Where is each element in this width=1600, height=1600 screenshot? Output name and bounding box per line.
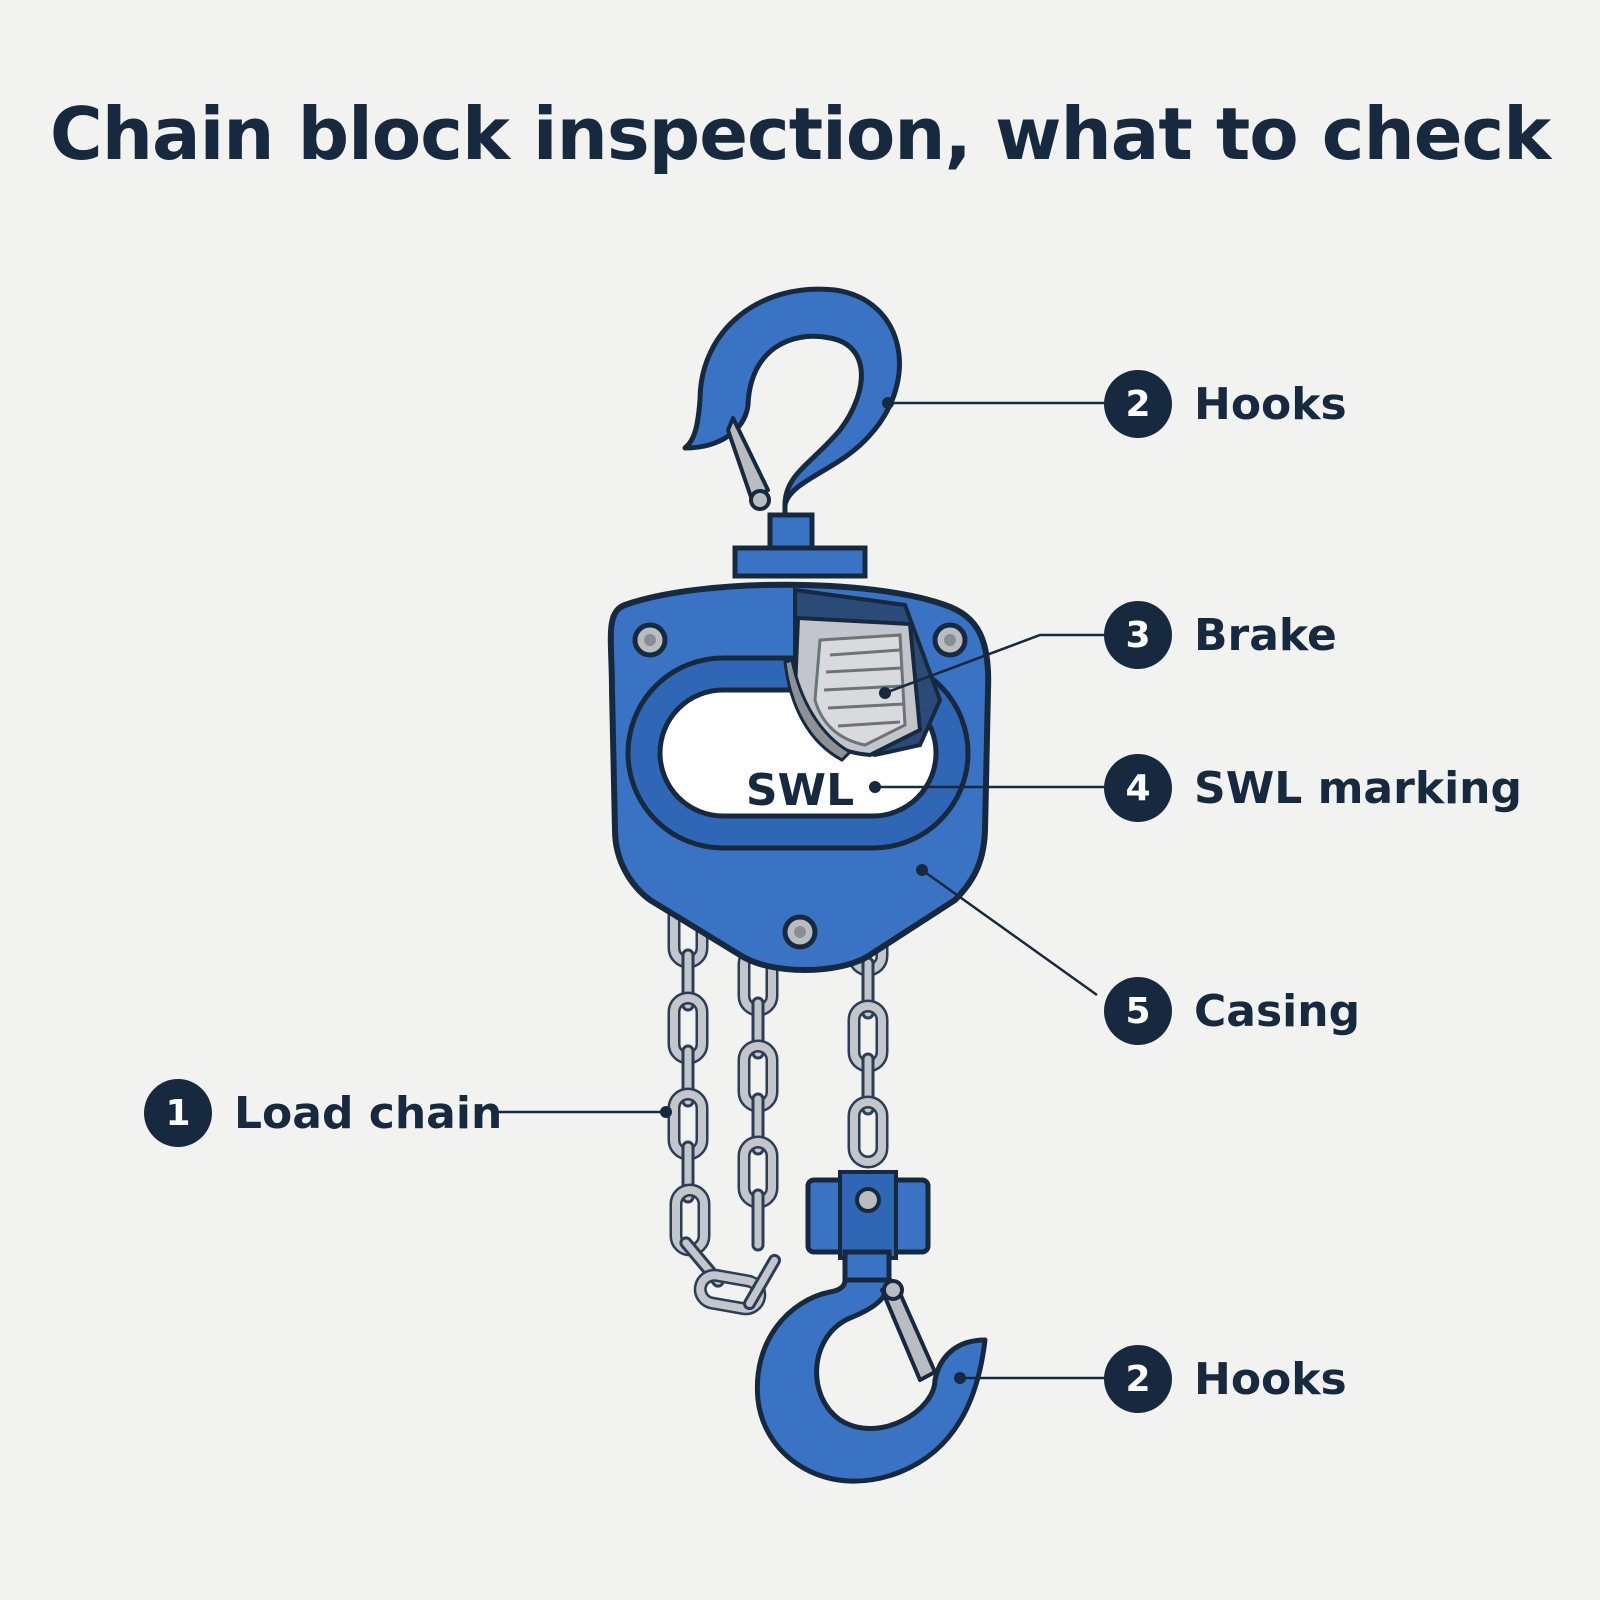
bottom-block bbox=[805, 1170, 931, 1285]
callout-hooks-top: 2 Hooks bbox=[1104, 369, 1347, 439]
leader-dots bbox=[660, 397, 966, 1384]
callout-label: SWL marking bbox=[1194, 762, 1522, 814]
bottom-hook bbox=[754, 1277, 988, 1484]
callout-number-badge: 1 bbox=[144, 1079, 212, 1147]
callout-label: Hooks bbox=[1194, 1353, 1347, 1405]
callout-load-chain: 1 Load chain bbox=[144, 1078, 502, 1148]
page-title: Chain block inspection, what to check bbox=[49, 92, 1551, 176]
callout-swl-marking: 4 SWL marking bbox=[1104, 753, 1522, 823]
brake-mechanism bbox=[783, 587, 943, 762]
leader-lines bbox=[495, 401, 1105, 1380]
callout-label: Casing bbox=[1194, 985, 1361, 1037]
callout-label: Hooks bbox=[1194, 378, 1347, 430]
callout-number-badge: 2 bbox=[1104, 1345, 1172, 1413]
callout-number-badge: 2 bbox=[1104, 370, 1172, 438]
swl-plate-text: SWL bbox=[746, 765, 854, 816]
callout-label: Load chain bbox=[234, 1087, 503, 1139]
callout-number-badge: 3 bbox=[1104, 601, 1172, 669]
callout-number-badge: 4 bbox=[1104, 754, 1172, 822]
callout-hooks-bottom: 2 Hooks bbox=[1104, 1344, 1347, 1414]
callout-label: Brake bbox=[1194, 609, 1337, 661]
top-hook bbox=[682, 286, 902, 579]
callout-casing: 5 Casing bbox=[1104, 976, 1360, 1046]
callout-brake: 3 Brake bbox=[1104, 600, 1337, 670]
callout-number-badge: 5 bbox=[1104, 977, 1172, 1045]
